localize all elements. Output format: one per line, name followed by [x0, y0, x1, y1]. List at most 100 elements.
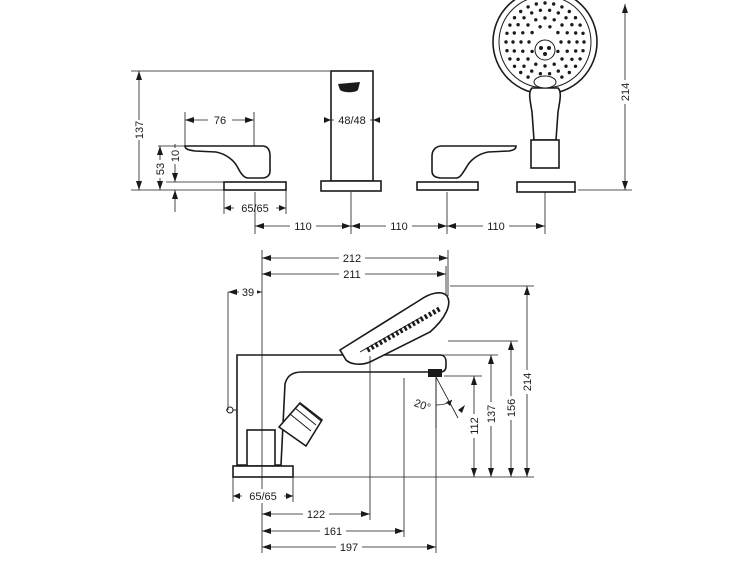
- dim-112-label: 112: [469, 417, 481, 435]
- dim-53-label: 53: [155, 163, 167, 175]
- nozzle: [560, 5, 564, 9]
- nozzle: [581, 49, 585, 53]
- left-handle: [184, 145, 287, 191]
- side-nozzle: [382, 337, 388, 343]
- nozzle: [521, 31, 525, 35]
- nozzle: [560, 23, 564, 27]
- nozzle: [511, 40, 515, 44]
- nozzle: [556, 49, 560, 54]
- dim-48-48: 48/48: [324, 113, 380, 127]
- nozzle: [570, 57, 574, 61]
- dim-angle-label: 20°: [412, 397, 432, 414]
- nozzle: [582, 40, 586, 44]
- nozzle: [519, 40, 523, 44]
- nozzle: [526, 5, 530, 9]
- nozzle: [547, 8, 552, 12]
- side-nozzle: [394, 330, 400, 336]
- nozzle: [556, 69, 560, 73]
- nozzle: [552, 2, 556, 6]
- side-elevation: 212 211 39: [226, 250, 534, 554]
- dim-212-label: 212: [343, 253, 361, 265]
- nozzle: [578, 57, 582, 61]
- nozzle: [574, 31, 578, 35]
- nozzle: [526, 23, 530, 27]
- front-elevation: 137 53 10 76 48/48: [131, 0, 632, 234]
- dim-211: 211: [262, 266, 447, 296]
- nozzle: [530, 49, 534, 54]
- nozzle: [521, 49, 525, 53]
- side-nozzle: [436, 306, 441, 313]
- nozzle: [534, 62, 538, 66]
- nozzle: [565, 49, 569, 53]
- dim-214-top-label: 214: [620, 83, 632, 101]
- dim-65-65-bottom: 65/65: [232, 477, 294, 503]
- dim-left-heights: [131, 70, 330, 212]
- nozzle: [512, 64, 517, 69]
- side-nozzle: [378, 339, 384, 346]
- nozzle: [567, 70, 571, 75]
- nozzle: [505, 49, 509, 53]
- nozzle: [559, 40, 563, 44]
- dim-48-48-label: 48/48: [338, 115, 366, 127]
- nozzle: [522, 16, 526, 20]
- side-nozzle: [423, 313, 429, 320]
- side-nozzle: [370, 344, 375, 350]
- side-nozzle: [419, 316, 425, 322]
- side-nozzle: [411, 320, 416, 327]
- nozzle: [538, 8, 543, 12]
- nozzle: [522, 64, 526, 68]
- dim-10-label: 10: [170, 150, 182, 162]
- dim-197-label: 197: [340, 542, 358, 554]
- nozzle: [538, 25, 542, 29]
- nozzle: [560, 75, 564, 79]
- nozzle: [512, 16, 517, 20]
- nozzle: [527, 40, 531, 44]
- side-nozzle: [415, 318, 421, 325]
- nozzle: [530, 30, 534, 35]
- nozzle: [512, 31, 516, 35]
- nozzle: [564, 16, 568, 20]
- dim-39-label: 39: [242, 287, 254, 299]
- nozzle: [552, 18, 556, 22]
- dim-39: 39: [227, 285, 262, 410]
- nozzle: [519, 9, 523, 14]
- nozzle: [567, 40, 571, 44]
- nozzle: [534, 18, 538, 22]
- dim-212: 212: [261, 250, 449, 520]
- nozzle: [512, 49, 516, 53]
- dim-161-label: 161: [324, 526, 342, 538]
- nozzle: [573, 64, 578, 69]
- nozzle: [560, 57, 564, 61]
- hand-shower: [492, 0, 598, 193]
- nozzle: [567, 9, 571, 14]
- nozzle: [570, 23, 574, 27]
- dim-122-label: 122: [307, 509, 325, 521]
- side-nozzle: [398, 327, 404, 334]
- dim-angle: 20°: [412, 376, 465, 428]
- dim-214-top: 214: [578, 4, 632, 191]
- nozzle: [575, 40, 579, 44]
- nozzle: [565, 31, 569, 35]
- nozzle: [574, 49, 578, 53]
- nozzle: [578, 23, 582, 27]
- side-handle: [246, 429, 276, 467]
- dim-110-2-label: 110: [390, 221, 408, 233]
- side-shower-nozzles: [366, 306, 441, 353]
- nozzle: [530, 69, 534, 73]
- dim-spacing: 110 110 110: [254, 192, 546, 234]
- nozzle: [564, 64, 568, 68]
- nozzle: [516, 23, 520, 27]
- dim-110-1-label: 110: [294, 221, 312, 233]
- shower-nozzles: [504, 1, 586, 83]
- nozzle: [519, 70, 523, 75]
- nozzle: [581, 31, 585, 35]
- nozzle: [504, 40, 508, 44]
- dim-137-label: 137: [134, 121, 146, 139]
- dim-65-65-bottom-label: 65/65: [249, 491, 277, 503]
- dim-214-side-label: 214: [522, 373, 534, 391]
- dim-110-3-label: 110: [487, 221, 505, 233]
- side-nozzle: [386, 334, 392, 341]
- nozzle: [526, 57, 530, 61]
- nozzle: [543, 64, 547, 68]
